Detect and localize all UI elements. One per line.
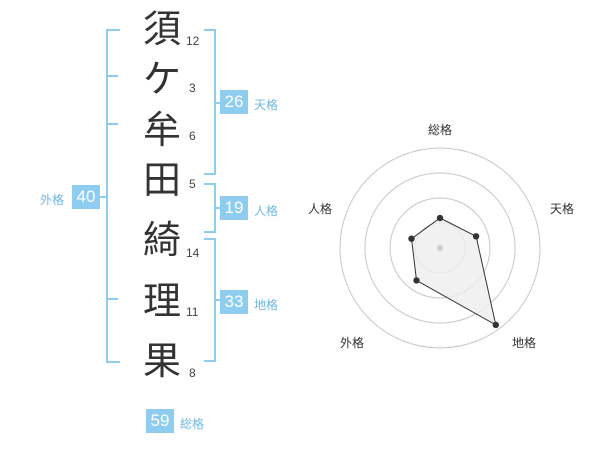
name-char: 理 (142, 279, 181, 323)
stroke-count: 11 (186, 305, 199, 319)
gaikaku-bracket (106, 29, 120, 363)
name-char: 牟 (142, 108, 181, 152)
tenkaku-label: 天格 (254, 98, 279, 112)
bracket-tick (106, 75, 118, 77)
stroke-count: 12 (186, 34, 200, 48)
stroke-count: 8 (189, 366, 196, 380)
name-char: 綺 (142, 218, 181, 262)
radar-center-dot (437, 245, 443, 251)
radar-shape (410, 217, 497, 326)
name-char: 果 (142, 339, 181, 383)
name-char: 田 (142, 158, 181, 202)
radar-point (436, 214, 444, 222)
gaikaku-label: 外格 (40, 193, 65, 207)
radar-point (413, 277, 420, 284)
name-char: 須 (142, 7, 181, 51)
jinkaku-value: 19 (220, 196, 248, 220)
radar-label-soukaku: 総格 (428, 122, 452, 137)
radar-label-tenkaku: 天格 (550, 201, 574, 216)
radar-chart: 総格 天格 地格 外格 人格 (308, 122, 574, 350)
radar-points (408, 214, 499, 329)
stroke-count: 3 (189, 81, 196, 95)
soukaku-label: 総格 (180, 417, 205, 431)
bracket-connector (98, 196, 108, 198)
stroke-count: 5 (189, 177, 196, 191)
bracket-connector (214, 102, 222, 104)
radar-point (492, 321, 499, 329)
radar-ring (364, 172, 516, 324)
radar-point (472, 233, 480, 240)
radar-label-gaikaku: 外格 (340, 335, 364, 350)
bracket-connector (214, 299, 222, 301)
tenkaku-value: 26 (220, 90, 248, 114)
soukaku-value: 59 (146, 409, 174, 433)
radar-label-jinkaku: 人格 (308, 201, 332, 216)
radar-ring (339, 147, 541, 349)
bracket-tick (106, 123, 118, 125)
stroke-count: 14 (186, 246, 200, 260)
chikaku-label: 地格 (254, 298, 279, 312)
radar-ring (389, 197, 491, 299)
gaikaku-value: 40 (72, 185, 100, 209)
bracket-tick (106, 298, 118, 300)
bracket-connector (214, 207, 222, 209)
name-char: ケ (142, 57, 181, 101)
stroke-count: 6 (189, 129, 196, 143)
chikaku-value: 33 (220, 290, 248, 314)
jinkaku-label: 人格 (254, 204, 279, 218)
radar-point (408, 235, 415, 242)
radar-label-chikaku: 地格 (512, 335, 536, 350)
